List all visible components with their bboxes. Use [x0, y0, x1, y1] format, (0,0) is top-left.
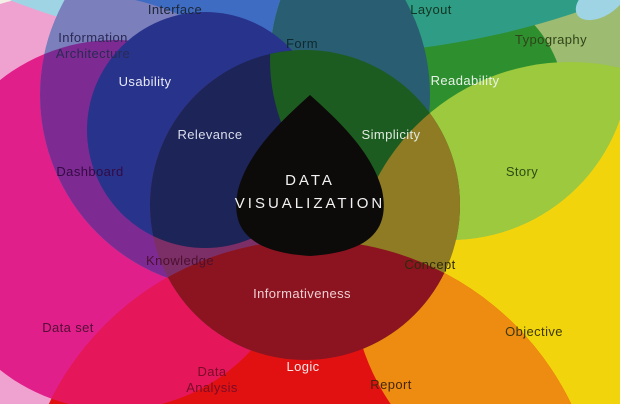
region-informativeness-darkred: [150, 240, 460, 360]
cyan-corner-sliver: [575, 0, 620, 21]
region-center-black: [236, 95, 384, 256]
region-data-analysis-crimson: [20, 240, 300, 404]
region-report-orange: [352, 240, 600, 404]
